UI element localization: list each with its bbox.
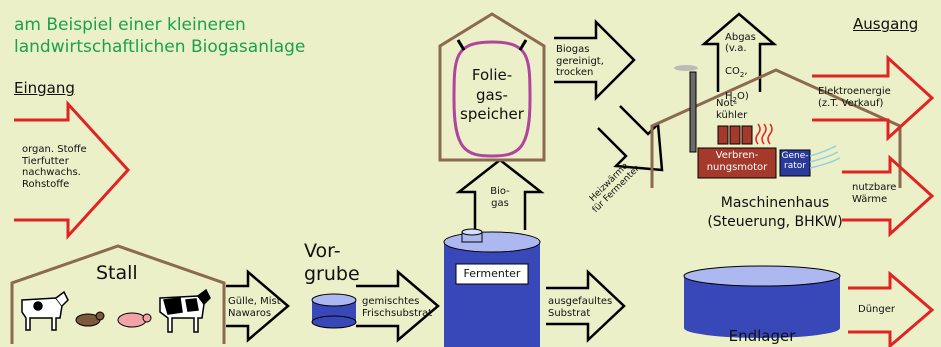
gasspeicher-label: Folie- gas- speicher: [460, 66, 524, 123]
generator-box: [779, 149, 811, 177]
vorgrube-tank: [311, 293, 357, 329]
electricity-output-label: Elektroenergie (z.T. Verkauf): [818, 86, 891, 109]
fermenter-label: Fermenter: [463, 267, 521, 280]
input-arrow: [14, 100, 131, 240]
heat-output-arrow: [842, 154, 935, 238]
stall-label: Stall: [96, 262, 138, 284]
vorgrube-to-fermenter-arrow: [356, 269, 440, 343]
fermenter-tank: [443, 228, 541, 347]
black-white-cow-icon: [159, 288, 211, 333]
fertilizer-output-arrow: [848, 270, 935, 347]
output-heading: Ausgang: [853, 15, 919, 33]
abgas-label: Abgas (v.a. CO2, H2O): [725, 31, 756, 104]
diagram-subtitle: am Beispiel einer kleineren landwirtscha…: [14, 15, 306, 58]
notkuehler-icon: [717, 125, 753, 145]
generator-label: Gene- rator: [781, 151, 809, 172]
gasspeicher-bag: [452, 40, 532, 158]
stall-flow-label: Gülle, Mist Nawaros: [228, 296, 281, 319]
endlager-label: Endlager: [728, 327, 796, 345]
abgas-h: H: [725, 90, 733, 102]
notkuehler-label: Not- kühler: [716, 98, 748, 121]
stall-building: [10, 244, 226, 344]
input-heading: Eingang: [14, 79, 75, 97]
heat-output-label: nutzbare Wärme: [852, 182, 897, 205]
vorgrube-flow-label: gemischtes Frischsubstrat: [362, 296, 433, 319]
electricity-output-arrow: [812, 54, 935, 142]
endlager-tank: [683, 265, 841, 338]
maschinenhaus-label: Maschinenhaus (Steuerung, BHKW): [707, 195, 843, 230]
motor-label: Verbren- nungsmotor: [706, 150, 768, 173]
abgas-co2: CO: [725, 66, 740, 77]
abgas-h2o-sub: 2: [732, 95, 737, 104]
vorgrube-label: Vor- grube: [304, 240, 360, 285]
gasspeicher-house: [438, 12, 546, 162]
fertilizer-output-label: Dünger: [858, 304, 895, 315]
cow-icon: [21, 290, 69, 331]
calf-icon: [75, 311, 105, 327]
fermenter-flow-out-label: ausgefaultes Substrat: [548, 296, 613, 319]
gas-to-engine-arrow: [554, 18, 636, 102]
cooling-lines-icon: [809, 145, 841, 169]
abgas-text: Abgas (v.a.: [725, 31, 756, 55]
pig-icon: [117, 312, 152, 328]
fermenter-to-endlager-arrow: [546, 269, 626, 343]
biogas-label: Bio- gas: [490, 186, 510, 209]
heat-return-arrow: [597, 105, 664, 172]
maschinenhaus-building: [650, 68, 902, 188]
abgas-up-arrow: [700, 12, 778, 92]
chimney-icon: [674, 65, 698, 153]
input-materials-label: organ. Stoffe Tierfutter nachwachs. Rohs…: [22, 144, 87, 190]
abgas-co2-sub: 2: [739, 71, 745, 79]
heat-waves-icon: [755, 123, 773, 145]
gasspeicher-flow-label: Biogas gereinigt, trocken: [556, 44, 604, 78]
stall-to-vorgrube-arrow: [226, 269, 290, 343]
abgas-h2o: O): [737, 90, 749, 102]
motor-box: [697, 147, 777, 179]
